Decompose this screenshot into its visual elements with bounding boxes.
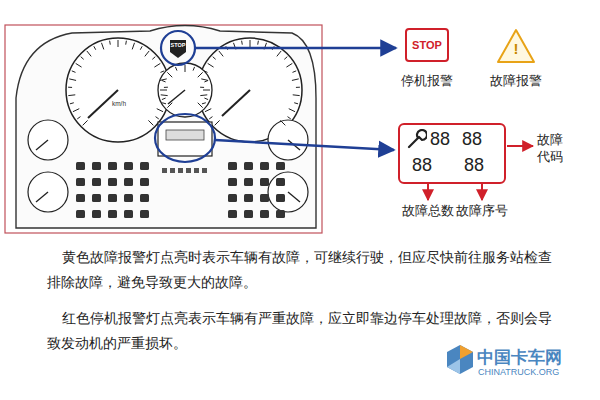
highlight-circle	[161, 31, 195, 65]
caption: 停机报警	[387, 72, 467, 90]
fault-warning-triangle: !故障报警	[496, 28, 536, 64]
caption: 故障报警	[476, 72, 556, 90]
gauge-ticks	[68, 40, 300, 125]
exclamation: !	[496, 40, 536, 58]
icon-text: STOP	[170, 42, 186, 49]
cluster-housing	[16, 26, 316, 229]
digit-pair: 88	[462, 129, 482, 149]
leader-arrow	[481, 184, 483, 200]
warning-icons	[76, 162, 285, 218]
display-digits	[166, 130, 204, 140]
pointer-arrow	[195, 47, 396, 50]
digit-pair: 88	[412, 155, 432, 175]
stop-warning-box: STOP停机报警	[405, 28, 449, 62]
fault-code-display: 88 88 88 88	[398, 123, 506, 184]
stop-icon	[170, 40, 186, 58]
note-paragraph: 黄色故障报警灯点亮时表示车辆有故障，可继续行驶，但应尽快前往服务站检查排除故障，…	[47, 245, 555, 295]
cluster-display	[158, 122, 212, 156]
watermark: CHINATRUCK.ORG	[478, 367, 588, 378]
digit-pair: 88	[430, 129, 450, 149]
wrench-icon	[405, 129, 427, 151]
pointer-arrow	[215, 140, 394, 150]
unit-label: km/h	[104, 100, 134, 108]
callout-label: 故障序号	[452, 203, 512, 219]
callout-label: 故障总数	[398, 203, 458, 219]
watermark: 中国卡车网	[477, 347, 587, 368]
frame	[5, 25, 322, 233]
leader-arrow	[427, 184, 429, 200]
gauges	[28, 38, 308, 212]
watermark-logo	[447, 345, 473, 374]
stop-text: STOP	[412, 39, 442, 51]
callout-label: 故障代码	[537, 131, 567, 165]
digit-pair: 88	[464, 155, 484, 175]
highlight-circle	[155, 114, 215, 162]
leader-arrow	[507, 145, 533, 147]
